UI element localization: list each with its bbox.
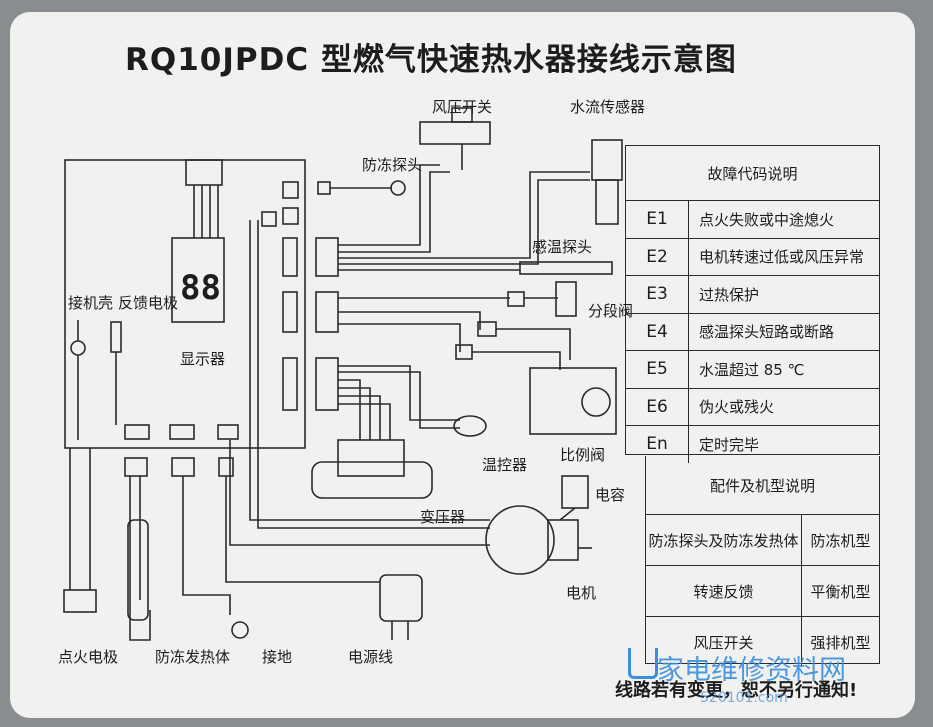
board-connector-3 <box>282 237 298 277</box>
label-display: 显示器 <box>180 350 226 368</box>
fault-desc: 伪火或残火 <box>699 398 775 417</box>
board-connector-4 <box>282 291 298 333</box>
capacitor-part <box>561 475 589 509</box>
fault-desc: 感温探头短路或断路 <box>699 323 835 342</box>
fault-desc: 点火失败或中途熄火 <box>699 210 835 229</box>
part-name: 防冻探头及防冻发热体 <box>646 515 802 565</box>
label-antifreeze-probe: 防冻探头 <box>362 156 423 174</box>
proportional-valve-part <box>529 367 617 435</box>
label-feedback-electrode: 反馈电极 <box>118 294 179 312</box>
label-ground: 接地 <box>262 648 293 666</box>
model-name: 强排机型 <box>810 633 871 652</box>
label-antifreeze-heater: 防冻发热体 <box>155 648 231 666</box>
part-name: 转速反馈 <box>646 566 802 616</box>
board-connector-5 <box>282 357 298 411</box>
table-row: E6 伪火或残火 <box>626 388 879 426</box>
label-transformer: 变压器 <box>420 508 466 526</box>
watermark-text: 家电维修资料网 <box>657 655 846 686</box>
display-connector <box>185 159 223 186</box>
table-row: E1 点火失败或中途熄火 <box>626 201 879 239</box>
board-connector-2 <box>282 207 299 225</box>
antifreeze-probe-part <box>390 180 406 196</box>
label-power-cord: 电源线 <box>348 648 394 666</box>
label-ground-shell: 接机壳 <box>68 294 114 312</box>
fault-table-header: 故障代码说明 <box>626 146 879 201</box>
fault-code: E1 <box>626 201 689 238</box>
wiring-label-sheet <box>10 12 915 718</box>
parts-model-table: 配件及机型说明 防冻探头及防冻发热体防冻机型 转速反馈平衡机型 风压开关强排机型 <box>645 456 880 667</box>
segment-valve-part <box>555 281 577 317</box>
fault-code: E5 <box>626 351 689 388</box>
feedback-electrode-part <box>110 321 122 353</box>
table-row: E5 水温超过 85 ℃ <box>626 351 879 389</box>
parts-table-header: 配件及机型说明 <box>646 456 879 515</box>
plug-c <box>315 357 339 411</box>
display-module <box>171 237 225 323</box>
fault-code: En <box>626 426 689 463</box>
ground-part <box>231 621 249 639</box>
label-motor: 电机 <box>566 584 597 602</box>
watermark-url: 520101.com <box>700 690 788 706</box>
diagram-title: RQ10JPDC 型燃气快速热水器接线示意图 <box>125 42 737 78</box>
footer-note: 线路若有变更，恕不另行通知! <box>615 680 858 701</box>
thermostat-part <box>453 415 487 437</box>
board-connector-6 <box>124 424 150 440</box>
table-row: 风压开关强排机型 <box>646 617 879 667</box>
watermark-logo-icon <box>628 648 658 679</box>
fault-code: E6 <box>626 388 689 425</box>
label-temp-probe: 感温探头 <box>532 238 593 256</box>
board-connector-8 <box>217 424 239 440</box>
model-name: 平衡机型 <box>810 582 871 601</box>
label-thermostat: 温控器 <box>482 456 528 474</box>
plug-b <box>315 291 339 333</box>
board-connector-7 <box>169 424 195 440</box>
label-proportional-valve: 比例阀 <box>560 446 606 464</box>
display-digits: 88 <box>180 268 221 308</box>
plug-a <box>315 237 339 277</box>
transformer-part <box>337 439 405 477</box>
table-row: E3 过热保护 <box>626 276 879 314</box>
label-capacitor: 电容 <box>595 486 626 504</box>
board-connector-1 <box>282 181 299 199</box>
ignition-electrode-part <box>63 589 97 613</box>
ground-shell-part <box>70 340 86 356</box>
part-name: 风压开关 <box>646 617 802 667</box>
antifreeze-heater-part <box>127 519 149 621</box>
fault-desc: 电机转速过低或风压异常 <box>699 248 865 267</box>
table-row: 防冻探头及防冻发热体防冻机型 <box>646 515 879 566</box>
table-row: En 定时完毕 <box>626 426 879 463</box>
controller-board <box>64 159 306 449</box>
plug-d <box>261 211 277 227</box>
label-water-flow-sensor: 水流传感器 <box>570 98 646 116</box>
fault-desc: 定时完毕 <box>699 435 760 454</box>
table-row: 转速反馈平衡机型 <box>646 566 879 617</box>
model-name: 防冻机型 <box>810 531 871 550</box>
table-row: E2 电机转速过低或风压异常 <box>626 238 879 276</box>
label-segment-valve: 分段阀 <box>588 302 634 320</box>
table-row: E4 感温探头短路或断路 <box>626 313 879 351</box>
motor-part <box>485 505 555 575</box>
water-flow-sensor-part <box>591 139 623 181</box>
fault-code: E3 <box>626 276 689 313</box>
fault-desc: 水温超过 85 ℃ <box>699 360 805 379</box>
label-air-pressure-switch: 风压开关 <box>432 98 493 116</box>
fault-desc: 过热保护 <box>699 285 760 304</box>
temp-probe-part <box>519 261 613 275</box>
power-plug-part <box>379 574 423 622</box>
fault-code: E2 <box>626 238 689 275</box>
fault-code: E4 <box>626 313 689 350</box>
air-pressure-switch-part <box>419 121 491 145</box>
label-ignition-electrode: 点火电极 <box>58 648 119 666</box>
